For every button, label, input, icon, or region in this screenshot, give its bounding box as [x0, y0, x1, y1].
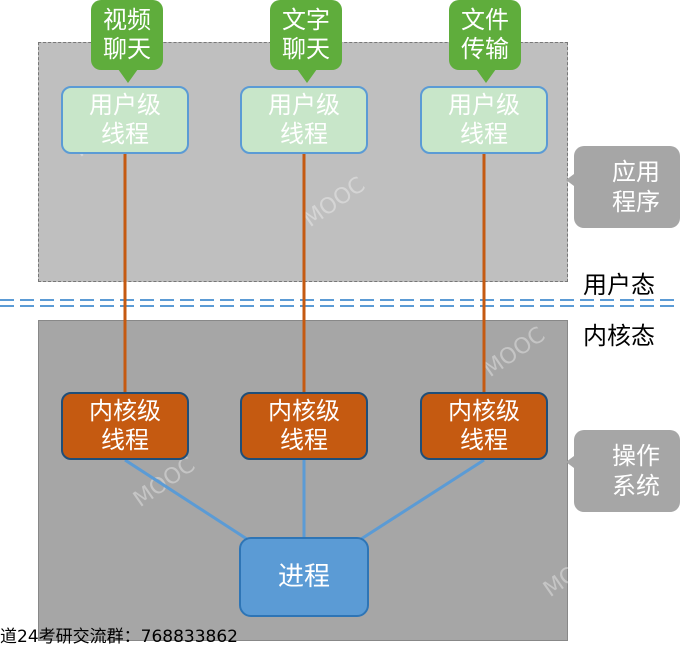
app-bubble-file-transfer: 文件 传输	[449, 0, 521, 70]
process-link-3	[357, 458, 485, 543]
app-bubble-text-chat: 文字 聊天	[270, 0, 342, 70]
process-link-1	[124, 458, 251, 543]
app-bubble-video-chat: 视频 聊天	[91, 0, 163, 70]
user-thread-2: 用户级 线程	[240, 86, 368, 154]
user-thread-3: 用户级 线程	[420, 86, 548, 154]
user-mode-label: 用户态	[583, 271, 655, 299]
kernel-thread-2: 内核级 线程	[240, 392, 368, 460]
bubble-tail	[297, 69, 317, 83]
kernel-thread-3: 内核级 线程	[420, 392, 548, 460]
user-thread-1: 用户级 线程	[61, 86, 189, 154]
process-box: 进程	[239, 537, 369, 617]
kernel-thread-1: 内核级 线程	[61, 392, 189, 460]
application-tag: 应用 程序	[574, 146, 680, 228]
footer-text: 道24考研交流群：768833862	[0, 627, 238, 647]
kernel-mode-label: 内核态	[583, 322, 655, 350]
bubble-tail	[476, 69, 496, 83]
os-tag: 操作 系统	[574, 430, 680, 512]
bubble-tail	[118, 69, 138, 83]
